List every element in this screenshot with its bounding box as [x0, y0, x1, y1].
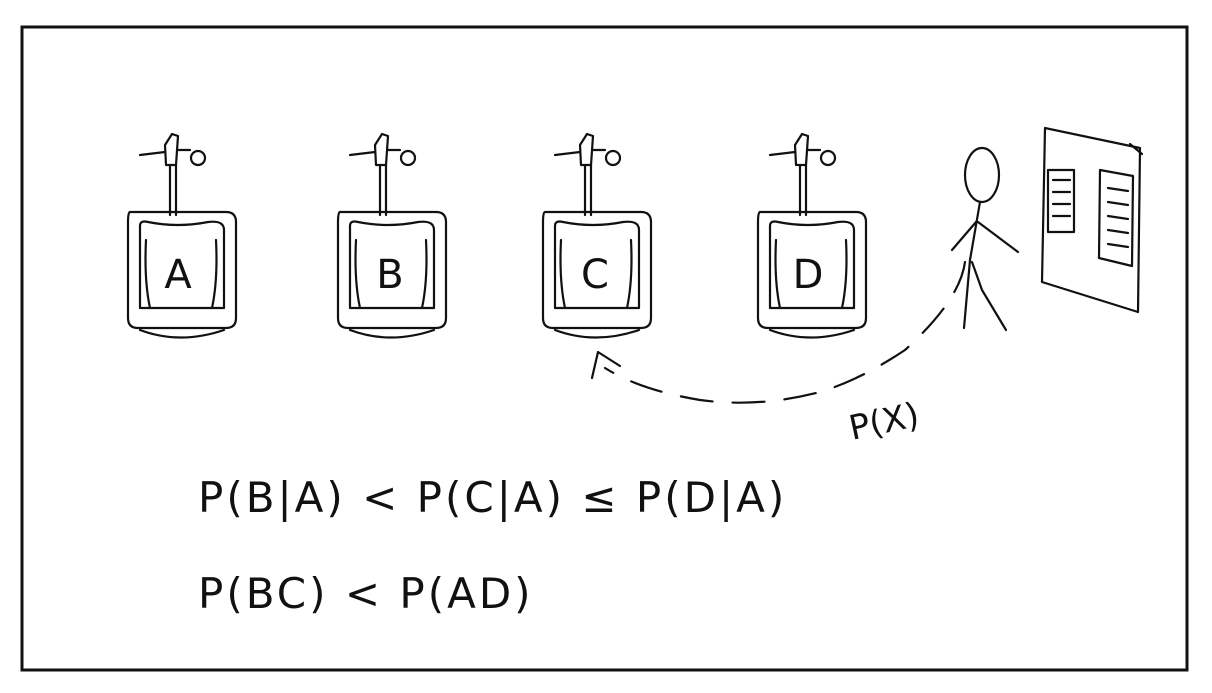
- path-probability-label: P(X): [846, 395, 923, 449]
- panel-border: [20, 25, 1189, 672]
- urinal-b: B: [336, 132, 448, 339]
- formula-conditional: P(B|A) < P(C|A) ≤ P(D|A): [198, 473, 787, 522]
- urinal-label-a: A: [164, 252, 192, 298]
- urinal-c: C: [541, 132, 653, 339]
- wall-sign-door: [1040, 126, 1144, 314]
- urinal-label-c: C: [581, 252, 609, 298]
- urinal-a: A: [126, 132, 238, 339]
- formula-pairs: P(BC) < P(AD): [198, 569, 534, 618]
- walking-path-arrow: [590, 260, 967, 404]
- stick-figure: [950, 146, 1020, 332]
- urinal-d: D: [756, 132, 868, 339]
- urinal-label-b: B: [376, 252, 403, 298]
- urinal-label-d: D: [793, 252, 824, 298]
